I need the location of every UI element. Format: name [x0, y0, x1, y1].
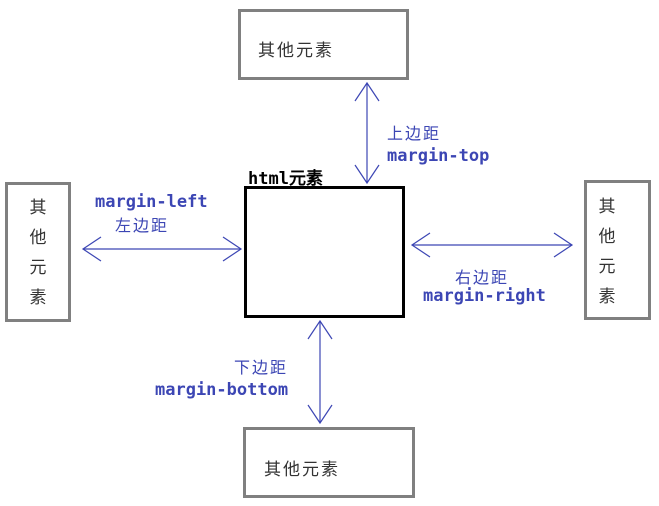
margin-left-cn-label: 左边距 — [115, 216, 170, 235]
margin-left-arrow — [81, 236, 243, 262]
margin-bottom-en-label: margin-bottom — [155, 380, 289, 400]
margin-top-arrow — [354, 81, 380, 185]
other-element-label-right: 其他元素 — [598, 197, 616, 307]
other-element-box-right — [584, 180, 651, 320]
margin-left-en-label: margin-left — [95, 192, 208, 212]
margin-bottom-arrow — [307, 319, 333, 425]
other-element-label-bottom: 其他元素 — [264, 460, 340, 480]
margin-top-cn-label: 上边距 — [387, 124, 442, 143]
other-element-label-left: 其他元素 — [29, 198, 47, 308]
html-element-box — [244, 186, 405, 318]
other-element-box-bottom — [243, 427, 415, 498]
other-element-box-top — [238, 9, 409, 80]
margin-right-arrow — [410, 232, 574, 258]
margin-bottom-cn-label: 下边距 — [234, 358, 289, 377]
margin-top-en-label: margin-top — [387, 146, 490, 166]
html-element-label: html元素 — [248, 169, 323, 189]
other-element-box-left — [5, 182, 71, 322]
other-element-label-top: 其他元素 — [258, 41, 334, 61]
margin-right-en-label: margin-right — [423, 286, 546, 306]
margin-right-cn-label: 右边距 — [455, 268, 510, 287]
